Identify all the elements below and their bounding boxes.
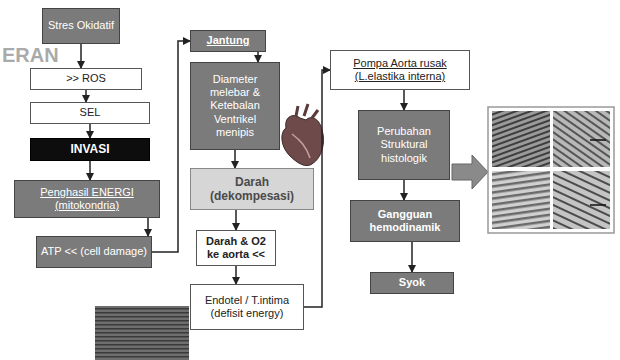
invasion-box: INVASI [30,138,150,161]
box-text: Diameter melebar & Ketebalan Ventrikel m… [195,73,275,139]
box-text: Endotel / T.intima (defisit energy) [195,294,299,320]
heart-illustration [282,104,324,166]
aorta-box: Pompa Aorta rusak (L.elastika interna) [330,50,470,90]
box-text: ATP << (cell damage) [41,245,147,258]
cell-box: SEL [30,102,150,124]
flow-arrow [403,180,405,200]
box-text: Gangguan hemodinamik [355,208,455,234]
shock-box: Syok [370,272,454,294]
box-text: Stres Okidatif [48,19,114,32]
histology-box: Perubahan Struktural histologik [358,110,450,180]
flow-arrow [411,242,413,272]
histology-panel [488,107,614,233]
flow-arrow [234,150,236,168]
box-text: INVASI [70,142,109,156]
flow-arrow [152,41,190,252]
flow-arrow [235,210,237,230]
box-text: Darah (dekompesasi) [195,175,309,204]
flow-arrow [257,52,259,62]
flow-arrow [89,161,91,180]
oxygen-box: Darah & O2 ke aorta << [196,230,276,266]
box-text: Syok [399,276,425,289]
endothelium-box: Endotel / T.intima (defisit energy) [190,284,304,330]
flow-arrow [235,266,237,284]
flow-arrow [147,218,149,236]
ventricle-box: Diameter melebar & Ketebalan Ventrikel m… [190,62,280,150]
flow-arrow [85,90,87,102]
energy-box: Penghasil ENERGI (mitokondria) [14,180,160,218]
block-arrow [452,155,488,189]
heart-box: Jantung [190,30,266,52]
box-text: SEL [80,106,101,119]
atp-box: ATP << (cell damage) [36,236,152,268]
blood-box: Darah (dekompesasi) [190,168,314,210]
box-text: >> ROS [66,72,106,85]
flow-arrow [80,44,82,68]
flow-arrow [89,124,91,138]
flow-arrow [403,90,405,110]
micrograph-image [95,306,189,360]
box-text: Penghasil ENERGI (mitokondria) [19,186,155,212]
ros-box: >> ROS [30,68,142,90]
box-text: Perubahan Struktural histologik [363,125,445,165]
watermark-text: ERAN [2,44,59,67]
box-text: Darah & O2 ke aorta << [201,235,271,261]
stress-box: Stres Okidatif [42,8,120,44]
hemodynamic-box: Gangguan hemodinamik [350,200,460,242]
box-text: Pompa Aorta rusak (L.elastika interna) [335,57,465,83]
box-text: Jantung [207,34,250,47]
